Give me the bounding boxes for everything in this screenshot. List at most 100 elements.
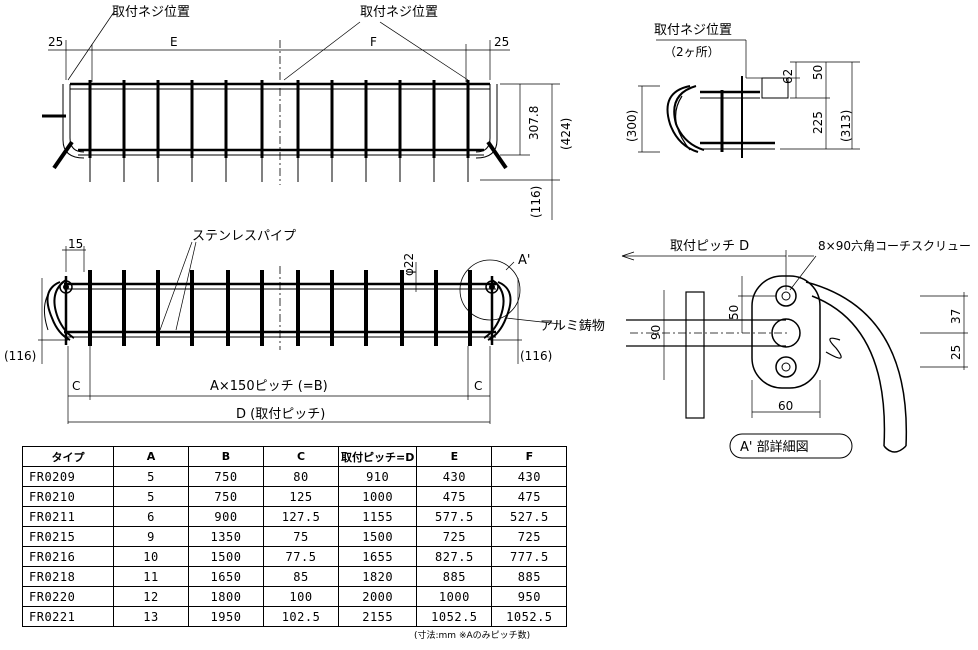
front-phi22: φ22 xyxy=(402,253,416,276)
detail-view xyxy=(621,250,968,459)
plan-dim-E: E xyxy=(170,35,178,49)
table-cell: 10 xyxy=(113,546,189,567)
table-cell: 577.5 xyxy=(416,506,493,527)
front-view xyxy=(38,241,561,424)
table-cell: 827.5 xyxy=(416,546,493,567)
side-dim-50: 50 xyxy=(811,65,825,80)
table-cell: 75 xyxy=(263,526,339,547)
header-B: B xyxy=(188,446,264,467)
front-dim-116-left: (116) xyxy=(4,349,36,363)
table-cell: 6 xyxy=(113,506,189,527)
table-cell: FR0220 xyxy=(22,586,114,607)
table-cell: 885 xyxy=(416,566,493,587)
detail-title: A' 部詳細図 xyxy=(740,439,809,455)
front-pipe-label: ステンレスパイプ xyxy=(192,229,296,244)
header-C: C xyxy=(263,446,339,467)
detail-dim-50: 50 xyxy=(727,305,741,320)
header-type: タイプ xyxy=(22,446,114,467)
detail-dim-25: 25 xyxy=(949,345,963,360)
table-cell: 750 xyxy=(188,466,264,487)
table-cell: 125 xyxy=(263,486,339,507)
table-cell: FR0216 xyxy=(22,546,114,567)
table-cell: 475 xyxy=(491,486,568,507)
table-cell: 475 xyxy=(416,486,493,507)
table-cell: 100 xyxy=(263,586,339,607)
front-C-left: C xyxy=(72,379,80,393)
header-F: F xyxy=(491,446,568,467)
table-cell: 725 xyxy=(416,526,493,547)
table-cell: FR0211 xyxy=(22,506,114,527)
plan-screw-label-right: 取付ネジ位置 xyxy=(360,5,438,20)
table-cell: 1950 xyxy=(188,606,264,627)
plan-view xyxy=(42,11,560,220)
table-cell: 777.5 xyxy=(491,546,568,567)
side-view xyxy=(638,39,860,158)
plan-screw-label-left: 取付ネジ位置 xyxy=(112,5,190,20)
side-dim-62: 62 xyxy=(781,69,795,84)
table-cell: 11 xyxy=(113,566,189,587)
front-dim-15: 15 xyxy=(68,237,83,251)
table-cell: FR0209 xyxy=(22,466,114,487)
front-C-right: C xyxy=(474,379,482,393)
table-cell: 2155 xyxy=(337,606,418,627)
table-cell: 85 xyxy=(263,566,339,587)
table-cell: FR0221 xyxy=(22,606,114,627)
plan-dim-116: (116) xyxy=(529,186,543,218)
table-cell: 77.5 xyxy=(263,546,339,567)
side-screw-label: 取付ネジ位置 xyxy=(654,23,732,38)
table-cell: 1155 xyxy=(337,506,418,527)
table-cell: 13 xyxy=(113,606,189,627)
table-cell: 102.5 xyxy=(263,606,339,627)
header-E: E xyxy=(416,446,493,467)
plan-dim-25-right: 25 xyxy=(494,35,509,49)
table-cell: 127.5 xyxy=(263,506,339,527)
table-cell: 1052.5 xyxy=(491,606,568,627)
table-cell: 725 xyxy=(491,526,568,547)
side-dim-225: 225 xyxy=(811,111,825,134)
table-cell: 1650 xyxy=(188,566,264,587)
table-cell: FR0215 xyxy=(22,526,114,547)
table-cell: 80 xyxy=(263,466,339,487)
side-dim-300: (300) xyxy=(625,110,639,142)
table-cell: 1000 xyxy=(337,486,418,507)
header-A: A xyxy=(113,446,189,467)
table-header-row: タイプ A B C 取付ピッチ=D E F xyxy=(22,446,568,467)
table-cell: 1655 xyxy=(337,546,418,567)
table-cell: 5 xyxy=(113,486,189,507)
detail-screw-label: 8×90六角コーチスクリュー xyxy=(818,239,971,253)
table-cell: 1000 xyxy=(416,586,493,607)
table-cell: 750 xyxy=(188,486,264,507)
table-cell: 9 xyxy=(113,526,189,547)
table-cell: 1052.5 xyxy=(416,606,493,627)
plan-dim-424: (424) xyxy=(559,118,573,150)
detail-dim-37: 37 xyxy=(949,309,963,324)
plan-dim-307: 307.8 xyxy=(527,106,541,140)
detail-dim-90: 90 xyxy=(649,325,663,340)
table-cell: 5 xyxy=(113,466,189,487)
front-view-bars xyxy=(88,270,472,346)
side-dim-313: (313) xyxy=(839,110,853,142)
detail-pitch-label: 取付ピッチ D xyxy=(670,239,749,254)
table-cell: 430 xyxy=(491,466,568,487)
front-AxB: A×150ピッチ (=B) xyxy=(210,379,328,394)
header-D: 取付ピッチ=D xyxy=(337,446,418,467)
table-cell: 950 xyxy=(491,586,568,607)
plan-view-bars xyxy=(88,80,470,182)
table-cell: 430 xyxy=(416,466,493,487)
table-cell: 900 xyxy=(188,506,264,527)
front-alum-label: アルミ鋳物 xyxy=(540,318,605,334)
side-screw-count: （2ヶ所） xyxy=(664,45,720,59)
table-cell: 1350 xyxy=(188,526,264,547)
table-cell: 1500 xyxy=(188,546,264,567)
table-cell: 1820 xyxy=(337,566,418,587)
front-dim-116-right: (116) xyxy=(520,349,552,363)
